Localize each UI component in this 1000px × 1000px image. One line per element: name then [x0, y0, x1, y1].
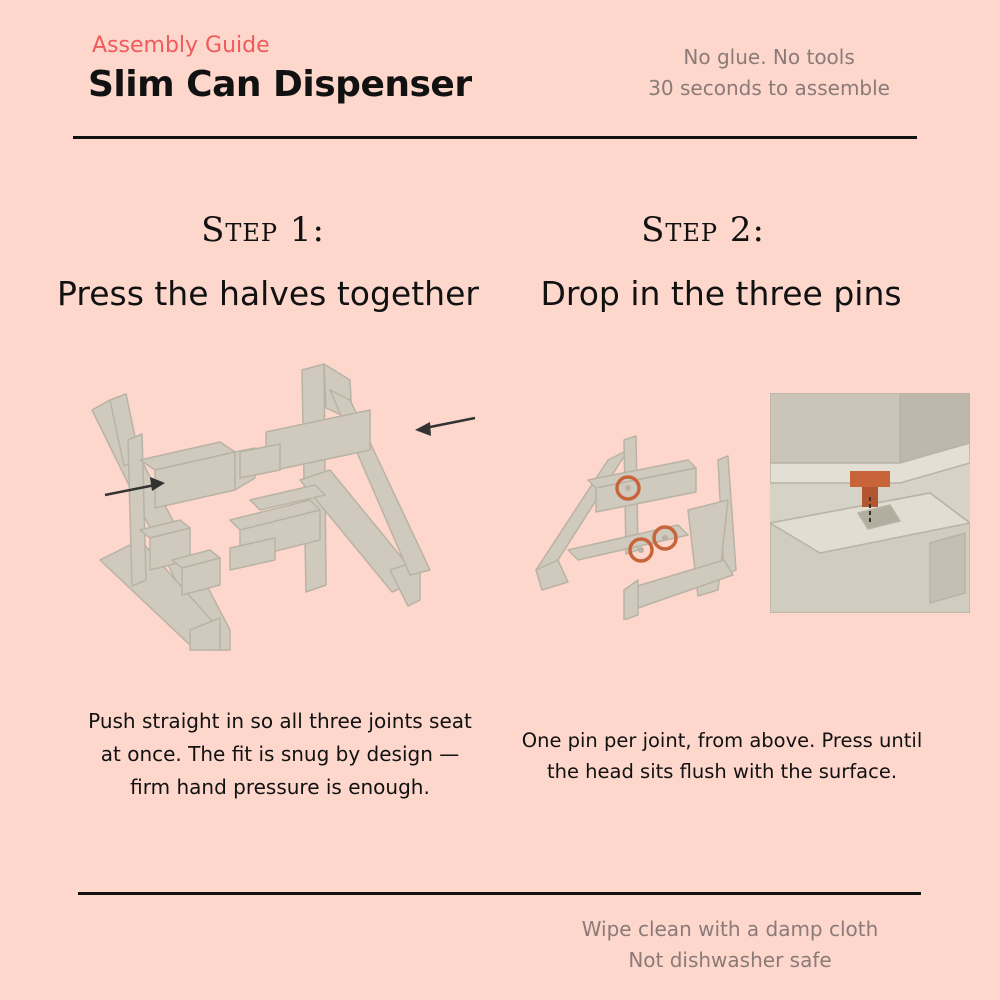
step-1-description: Push straight in so all three joints sea… [70, 705, 490, 804]
care-note-line-2: Not dishwasher safe [628, 948, 832, 972]
pin-icon [850, 471, 890, 525]
header-note: No glue. No tools 30 seconds to assemble [648, 42, 890, 104]
step-2-description: One pin per joint, from above. Press unt… [512, 725, 932, 787]
step-2-overview-illustration [535, 435, 737, 620]
pin-hole-marker-3 [628, 537, 654, 563]
top-divider [73, 136, 917, 139]
step-1-desc-line-1: Push straight in so all three joints sea… [88, 709, 472, 733]
step-1-subtitle: Press the halves together [57, 274, 479, 313]
header-note-line-1: No glue. No tools [683, 45, 855, 69]
step-1-desc-line-3: firm hand pressure is enough. [130, 775, 430, 799]
care-note-line-1: Wipe clean with a damp cloth [581, 917, 879, 941]
step-2-title: Step 2: [641, 210, 765, 250]
step-2-detail-illustration [770, 393, 970, 613]
step-1-illustration [91, 363, 476, 651]
bottom-divider [78, 892, 921, 895]
care-note: Wipe clean with a damp cloth Not dishwas… [560, 914, 900, 976]
guide-kicker: Assembly Guide [92, 33, 270, 58]
step-2-desc-line-2: the head sits flush with the surface. [546, 760, 898, 783]
step-2-subtitle: Drop in the three pins [540, 274, 902, 313]
pin-hole-marker-2 [652, 525, 678, 551]
header-note-line-2: 30 seconds to assemble [648, 76, 890, 100]
step-1-title: Step 1: [201, 210, 325, 250]
page-title: Slim Can Dispenser [88, 64, 472, 105]
step-2-desc-line-1: One pin per joint, from above. Press unt… [521, 729, 923, 752]
pin-hole-marker-1 [615, 475, 641, 501]
step-1-desc-line-2: at once. The fit is snug by design — [100, 742, 460, 766]
